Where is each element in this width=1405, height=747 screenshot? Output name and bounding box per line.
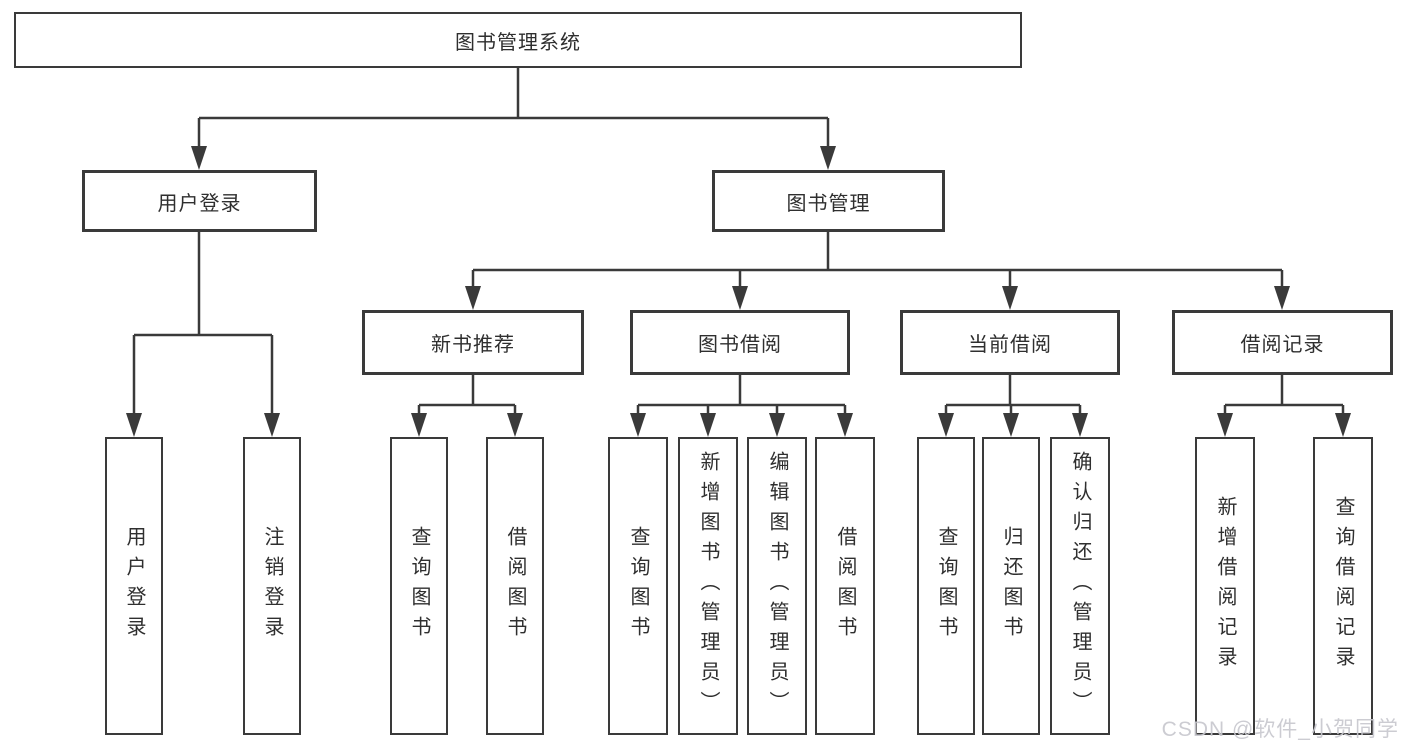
leaf-label: 查询图书 bbox=[935, 526, 957, 646]
leaf-label: 借阅图书 bbox=[834, 526, 856, 646]
leaf-label: 编辑图书（管理员） bbox=[766, 451, 788, 721]
leaf-confirm-return-admin: 确认归还（管理员） bbox=[1050, 437, 1110, 735]
leaf-user-login: 用户登录 bbox=[105, 437, 163, 735]
leaf-label: 新增图书（管理员） bbox=[697, 451, 719, 721]
leaf-query-books: 查询图书 bbox=[608, 437, 668, 735]
leaf-logout: 注销登录 bbox=[243, 437, 301, 735]
arrowhead-icons bbox=[126, 146, 1351, 437]
node-label: 图书管理 bbox=[786, 192, 871, 215]
leaf-label: 查询图书 bbox=[408, 526, 430, 646]
leaf-borrow-books: 借阅图书 bbox=[486, 437, 544, 735]
leaf-label: 注销登录 bbox=[261, 526, 283, 646]
leaf-label: 用户登录 bbox=[123, 526, 145, 646]
csdn-watermark: CSDN @软件_小贺同学 bbox=[1161, 718, 1399, 741]
leaf-label: 新增借阅记录 bbox=[1214, 496, 1236, 676]
node-book-borrowing: 图书借阅 bbox=[630, 310, 850, 375]
node-label: 借阅记录 bbox=[1240, 334, 1325, 356]
node-current-borrowing: 当前借阅 bbox=[900, 310, 1120, 375]
leaf-label: 查询借阅记录 bbox=[1332, 496, 1354, 676]
leaf-label: 查询图书 bbox=[627, 526, 649, 646]
leaf-query-books: 查询图书 bbox=[390, 437, 448, 735]
leaf-add-borrow-record: 新增借阅记录 bbox=[1195, 437, 1255, 735]
node-label: 当前借阅 bbox=[968, 334, 1052, 356]
node-library-management-system: 图书管理系统 bbox=[14, 12, 1022, 68]
leaf-edit-books-admin: 编辑图书（管理员） bbox=[747, 437, 807, 735]
leaf-query-borrow-record: 查询借阅记录 bbox=[1313, 437, 1373, 735]
leaf-query-books: 查询图书 bbox=[917, 437, 975, 735]
leaf-borrow-books: 借阅图书 bbox=[815, 437, 875, 735]
leaf-add-books-admin: 新增图书（管理员） bbox=[678, 437, 738, 735]
node-label: 用户登录 bbox=[157, 192, 242, 215]
node-new-book-recommendation: 新书推荐 bbox=[362, 310, 584, 375]
node-book-management-branch: 图书管理 bbox=[712, 170, 945, 232]
node-label: 新书推荐 bbox=[431, 334, 515, 356]
node-user-login-branch: 用户登录 bbox=[82, 170, 317, 232]
leaf-return-books: 归还图书 bbox=[982, 437, 1040, 735]
node-label: 图书管理系统 bbox=[455, 31, 581, 54]
leaf-label: 归还图书 bbox=[1000, 526, 1022, 646]
node-borrowing-records: 借阅记录 bbox=[1172, 310, 1393, 375]
leaf-label: 借阅图书 bbox=[504, 526, 526, 646]
leaf-label: 确认归还（管理员） bbox=[1069, 451, 1091, 721]
node-label: 图书借阅 bbox=[698, 334, 782, 356]
